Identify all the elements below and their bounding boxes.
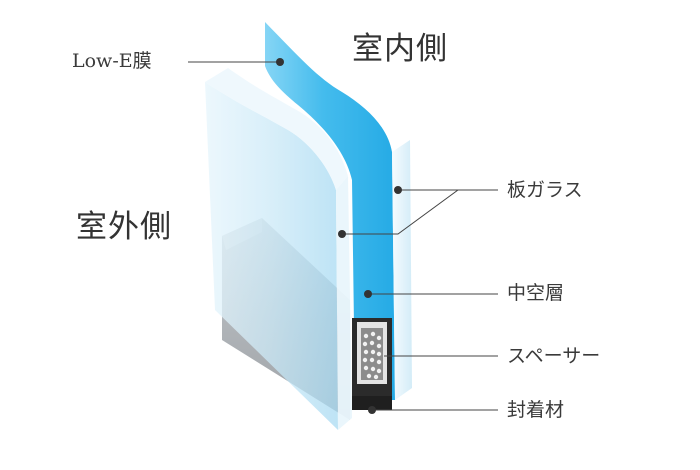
leader-lines [188,61,498,411]
label-outdoor-side: 室外側 [76,209,172,245]
label-low-e: Low-E膜 [72,50,152,72]
dot-sealant [368,406,376,414]
label-plate-glass: 板ガラス [507,179,583,201]
label-sealant: 封着材 [507,399,565,421]
label-spacer: スペーサー [507,345,601,367]
inner-glass-pane [265,22,412,400]
label-indoor-side: 室内側 [352,31,448,67]
outer-glass-pane [205,68,352,430]
leader-plate-glass [342,189,498,235]
label-air-layer: 中空層 [507,282,565,304]
leader-dots [276,58,402,414]
dot-low-e [276,58,284,66]
dot-plate-glass-outer [338,230,346,238]
dot-air-layer [364,290,372,298]
spacer-cross-section [352,318,392,410]
dot-plate-glass-inner [394,186,402,194]
